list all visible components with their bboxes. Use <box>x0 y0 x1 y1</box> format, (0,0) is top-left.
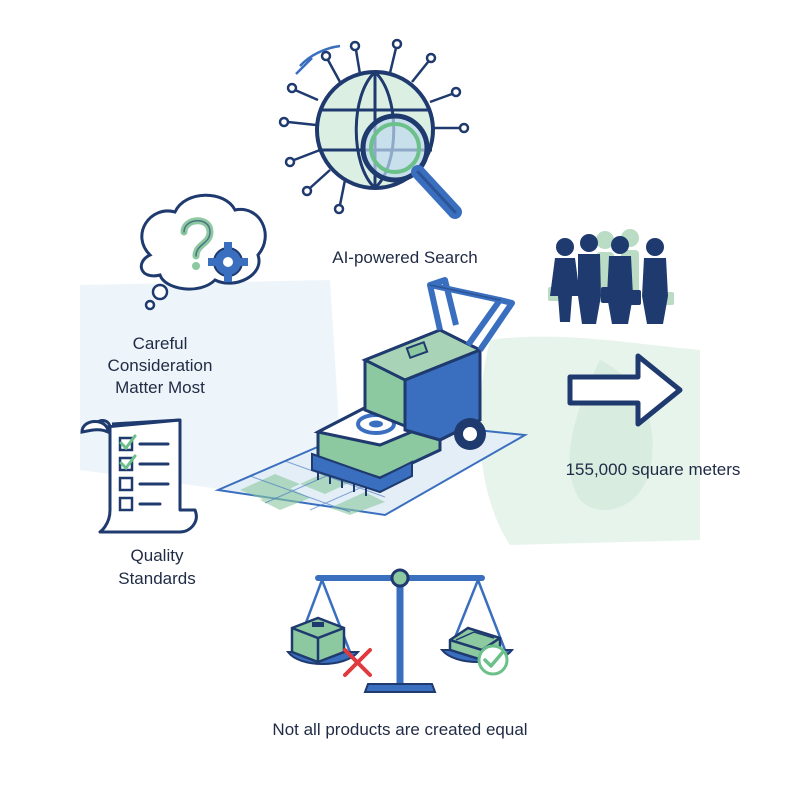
careful-line-3: Matter Most <box>115 378 205 397</box>
quality-line-2: Standards <box>118 569 196 588</box>
box-product-icon <box>290 616 346 664</box>
cross-icon <box>343 648 372 677</box>
question-mark-icon <box>180 217 214 270</box>
checklist-scroll-icon <box>80 418 198 534</box>
floor-scrubber-icon <box>214 277 529 517</box>
magnifier-icon <box>360 113 462 219</box>
careful-line-2: Consideration <box>107 356 213 375</box>
arrow-right-icon <box>567 353 683 427</box>
business-people-icon <box>548 229 674 324</box>
area-label: 155,000 square meters <box>565 460 741 479</box>
quality-standards-label: Quality Standards <box>92 544 222 590</box>
not-equal-label: Not all products are created equal <box>272 720 528 739</box>
checkmark-icon <box>477 644 509 676</box>
careful-consideration-label: Careful Consideration Matter Most <box>80 333 240 399</box>
quality-line-1: Quality <box>130 546 184 565</box>
ai-search-label: AI-powered Search <box>332 248 478 267</box>
gear-icon <box>208 242 248 282</box>
careful-line-1: Careful <box>132 334 188 353</box>
